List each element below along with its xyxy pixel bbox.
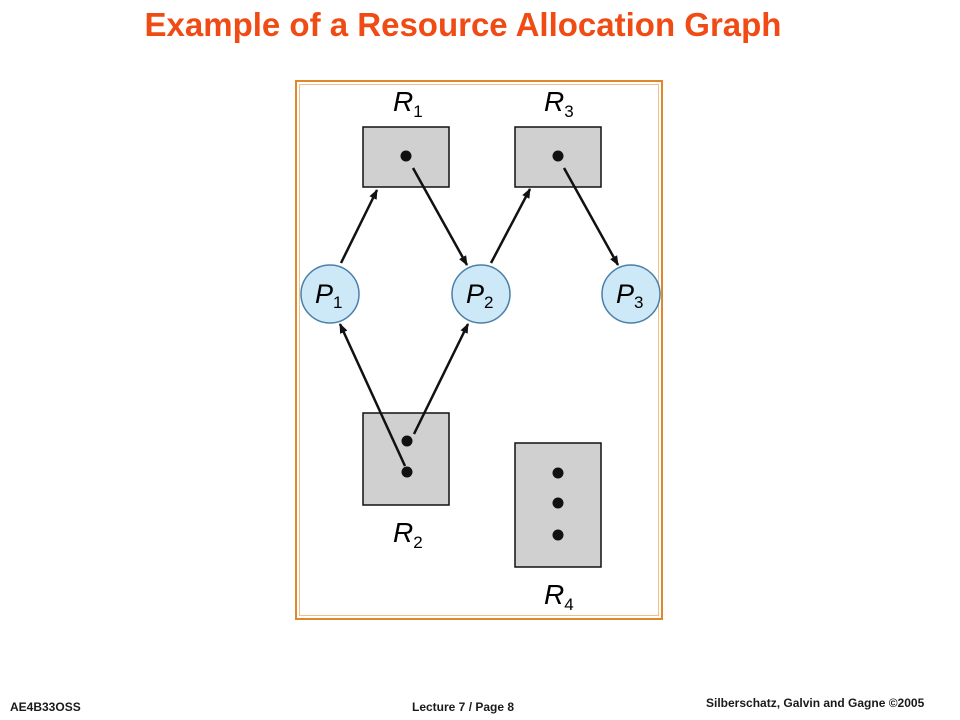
process-p1-label: P1 — [315, 279, 342, 312]
resource-r4: R4 — [514, 442, 602, 614]
resource-allocation-graph-figure: R1 R3 R2 R4 — [295, 80, 663, 620]
process-p2: P2 — [451, 264, 511, 324]
resource-r2: R2 — [362, 412, 450, 552]
footer-course-code: AE4B33OSS — [10, 700, 81, 714]
edge-r1-to-p2 — [411, 167, 469, 266]
footer-copyright: Silberschatz, Galvin and Gagne ©2005 — [706, 696, 925, 710]
resource-r2-box — [362, 412, 450, 506]
resource-r2-instance-2 — [401, 466, 413, 478]
resource-r1-instance — [400, 150, 412, 162]
process-p3-label: P3 — [616, 279, 643, 312]
resource-r2-instance-1 — [401, 435, 413, 447]
resource-r1-label: R1 — [393, 86, 423, 121]
resource-r3-instance — [552, 150, 564, 162]
edge-r2-to-p1 — [338, 323, 407, 467]
resource-r1: R1 — [362, 86, 450, 188]
resource-r4-instance-3 — [552, 529, 564, 541]
resource-r4-instance-1 — [552, 467, 564, 479]
resource-r4-instance-2 — [552, 497, 564, 509]
resource-r3: R3 — [514, 86, 602, 188]
edge-p1-to-r1 — [339, 189, 379, 264]
process-p1: P1 — [300, 264, 360, 324]
edge-r3-to-p3 — [562, 167, 620, 266]
process-p2-label: P2 — [466, 279, 493, 312]
process-p1-node — [300, 264, 360, 324]
graph-canvas: R1 R3 R2 R4 — [300, 86, 661, 614]
footer-page-number: Lecture 7 / Page 8 — [412, 700, 515, 714]
process-p2-node — [451, 264, 511, 324]
resource-r4-label: R4 — [544, 579, 574, 614]
process-p3: P3 — [601, 264, 661, 324]
process-p3-node — [601, 264, 661, 324]
resource-r2-label: R2 — [393, 517, 423, 552]
resource-r3-label: R3 — [544, 86, 574, 121]
edge-p2-to-r3 — [489, 188, 532, 264]
slide-title: Example of a Resource Allocation Graph — [144, 6, 782, 43]
edge-r2-to-p2 — [412, 323, 470, 435]
